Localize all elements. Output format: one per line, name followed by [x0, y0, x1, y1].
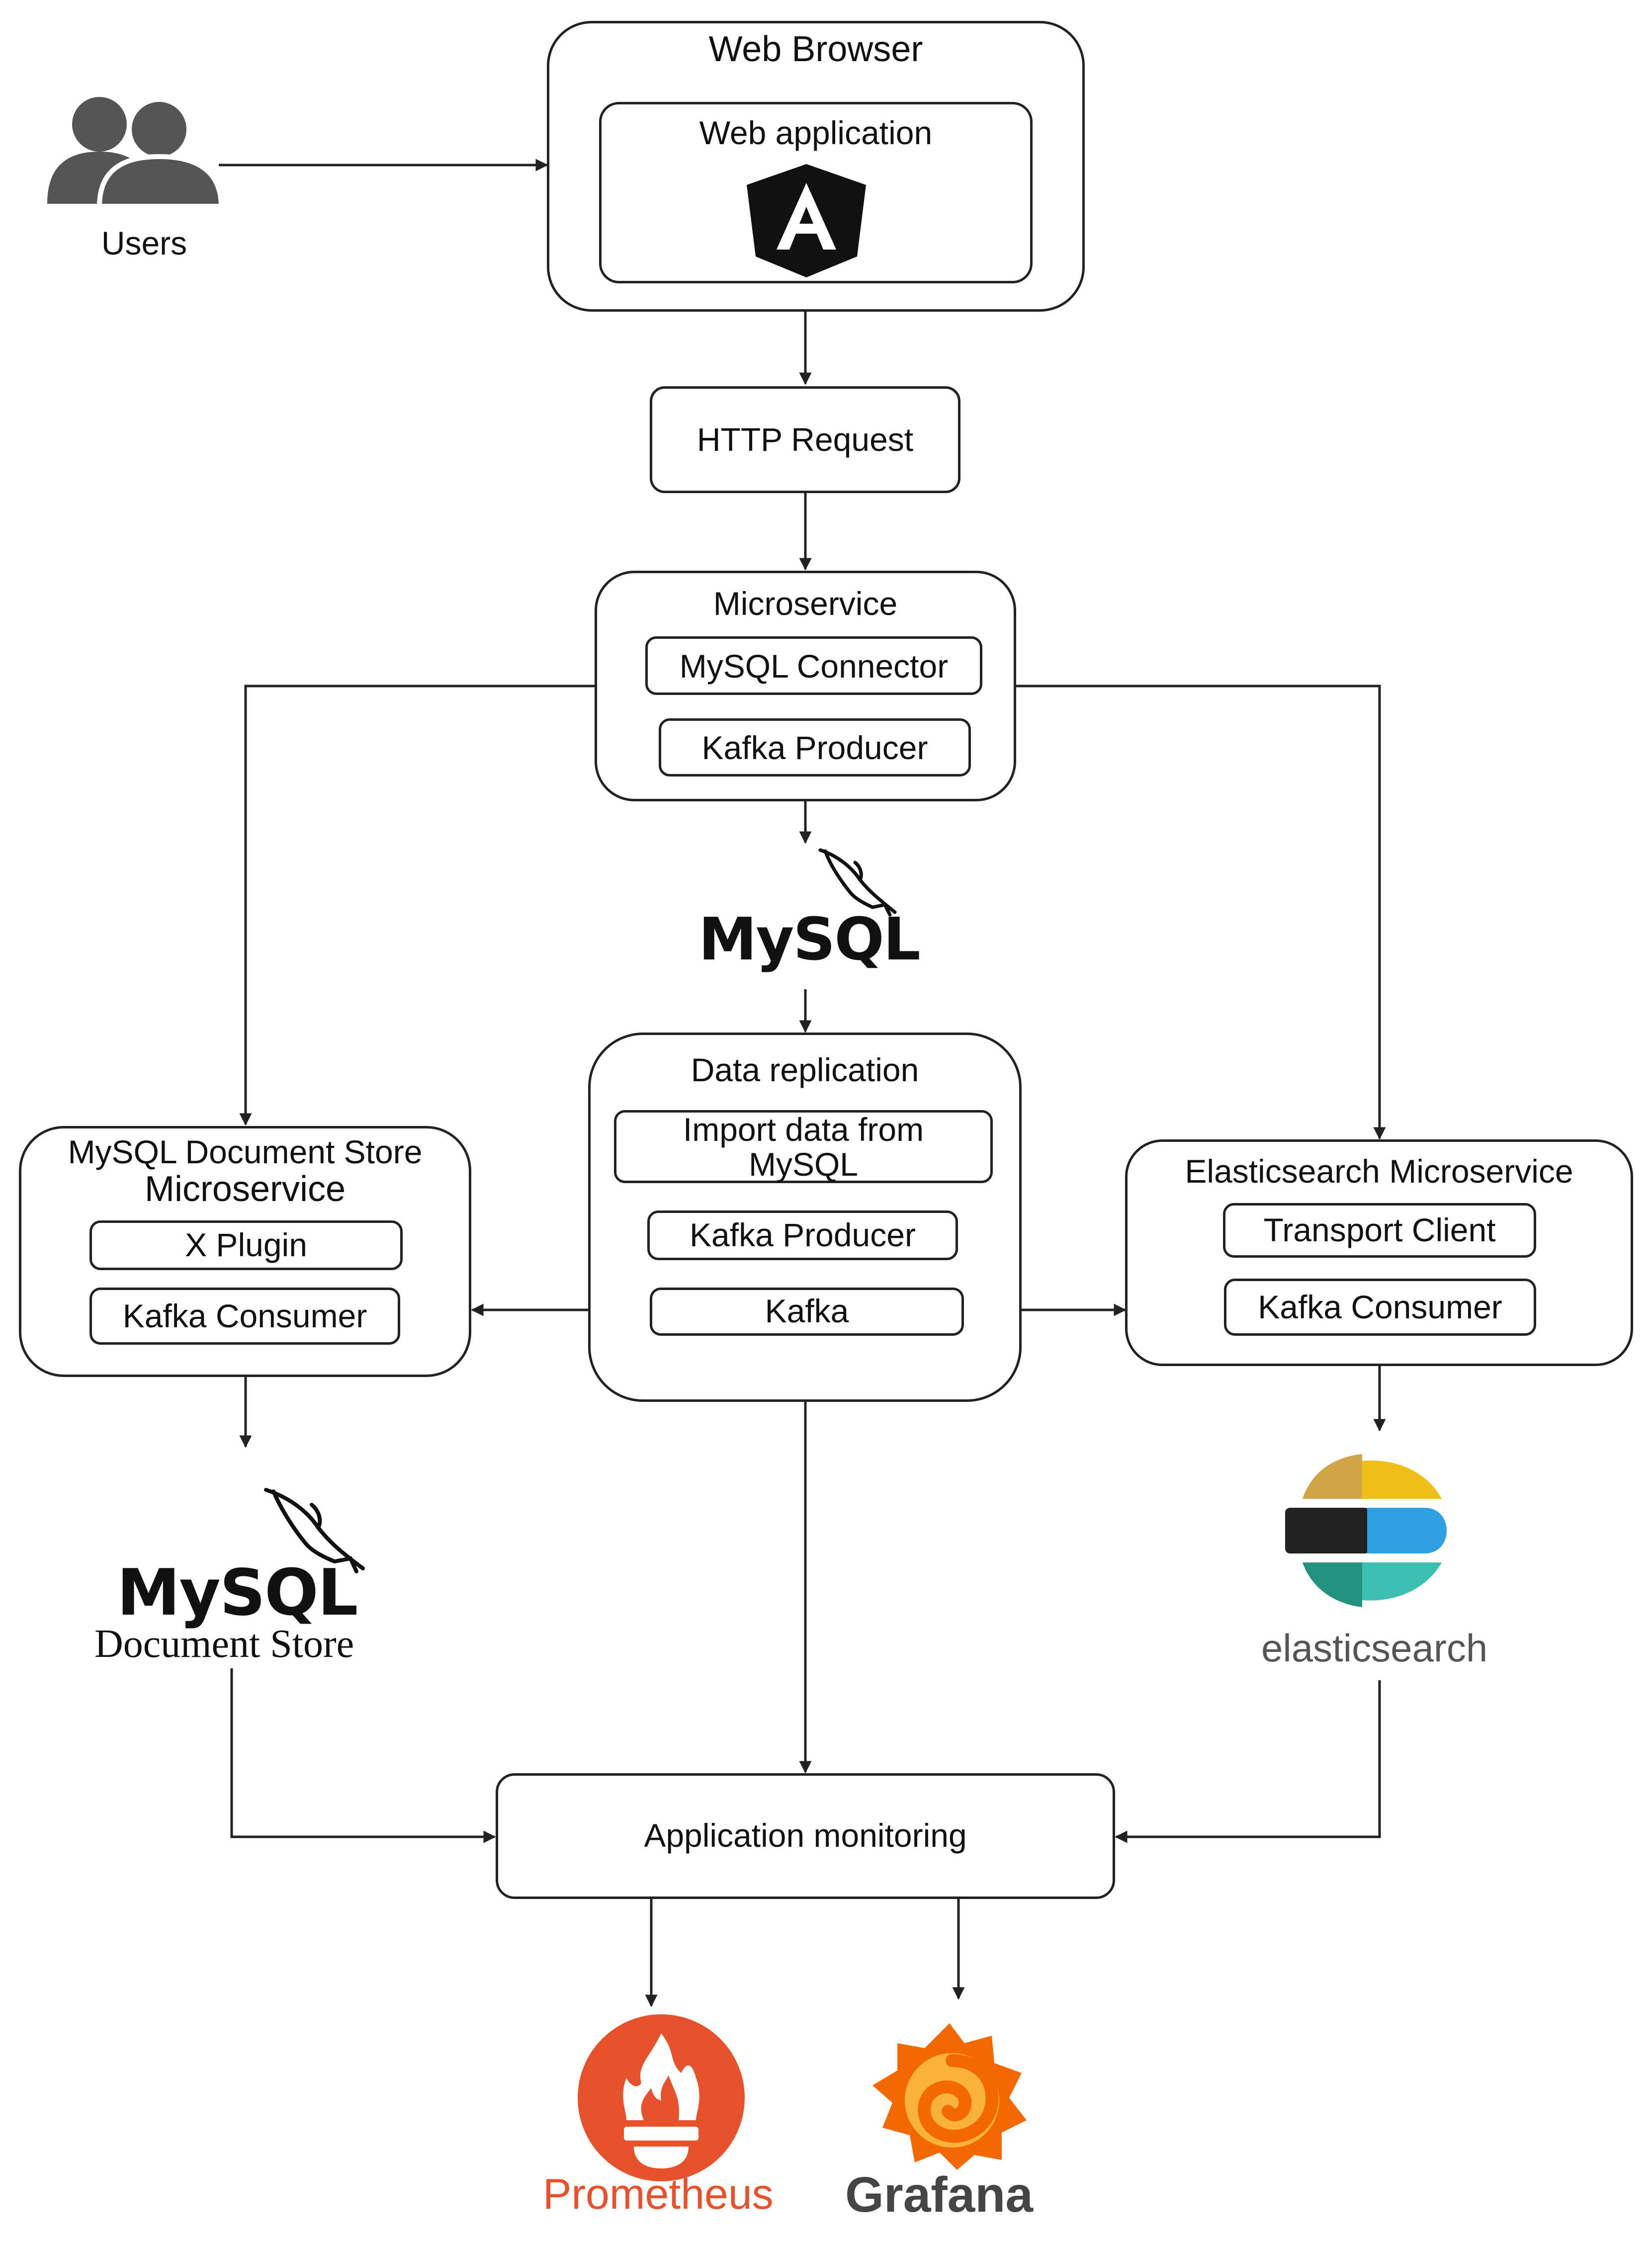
x-plugin-box: [89, 1220, 403, 1270]
microservice-kafka-producer-label: Kafka Producer: [701, 729, 928, 766]
prometheus-icon: [578, 2014, 745, 2181]
grafana-logo-text: Grafana: [845, 2167, 1033, 2223]
replication-kafka-producer-label: Kafka Producer: [690, 1216, 916, 1253]
x-plugin-label: X Plugin: [185, 1226, 307, 1263]
docstore-title-line2: Microservice: [144, 1169, 346, 1209]
http-request-box: [650, 386, 960, 493]
arrow-microservice-to-docstore-ms: [239, 685, 595, 1126]
arrow-microservice-to-es-ms: [1016, 685, 1386, 1140]
arrow-docstore-logo-to-monitoring: [230, 1668, 496, 1843]
microservice-kafka-producer-box: [659, 718, 971, 776]
transport-client-box: [1223, 1203, 1536, 1258]
docstore-kafka-consumer-box: [89, 1288, 400, 1345]
mysql-connector-label: MySQL Connector: [679, 648, 949, 685]
web-application-label: Web application: [699, 114, 933, 151]
mysql-dolphin-icon: [818, 848, 897, 917]
grafana-icon: [872, 2023, 1027, 2170]
es-kafka-consumer-box: [1224, 1279, 1536, 1336]
http-request-label: HTTP Request: [696, 421, 914, 458]
docstore-title-line1: MySQL Document Store: [68, 1133, 423, 1170]
arrow-es-logo-to-monitoring: [1115, 1680, 1381, 1843]
elasticsearch-logo-text: elasticsearch: [1261, 1626, 1488, 1670]
import-data-box: [614, 1110, 993, 1183]
kafka-box: [650, 1288, 964, 1336]
angular-icon: [747, 164, 866, 277]
users-label: Users: [101, 225, 187, 261]
web-browser-title: Web Browser: [708, 29, 923, 69]
docstore-logo-subtitle: Document Store: [94, 1622, 354, 1666]
elasticsearch-icon: [1285, 1454, 1447, 1607]
import-data-label-line2: MySQL: [748, 1146, 859, 1183]
mysql-connector-box: [645, 636, 982, 695]
transport-client-label: Transport Client: [1263, 1211, 1496, 1248]
docstore-kafka-consumer-label: Kafka Consumer: [122, 1297, 367, 1334]
app-monitoring-label: Application monitoring: [644, 1817, 967, 1854]
microservice-title: Microservice: [713, 585, 898, 622]
replication-kafka-producer-box: [647, 1210, 958, 1260]
import-data-label-line1: Import data from: [683, 1111, 924, 1148]
docstore-mysql-logo-text: MySQL: [117, 1556, 358, 1630]
kafka-label: Kafka: [765, 1293, 849, 1329]
es-kafka-consumer-label: Kafka Consumer: [1258, 1289, 1502, 1325]
users-icon: [47, 97, 224, 209]
mysql-logo-text: MySQL: [698, 905, 921, 973]
docstore-dolphin-icon: [264, 1488, 365, 1573]
prometheus-logo-text: Prometheus: [543, 2170, 774, 2218]
es-microservice-title: Elasticsearch Microservice: [1185, 1153, 1573, 1190]
data-replication-title: Data replication: [691, 1051, 919, 1088]
app-monitoring-box: [496, 1773, 1115, 1899]
